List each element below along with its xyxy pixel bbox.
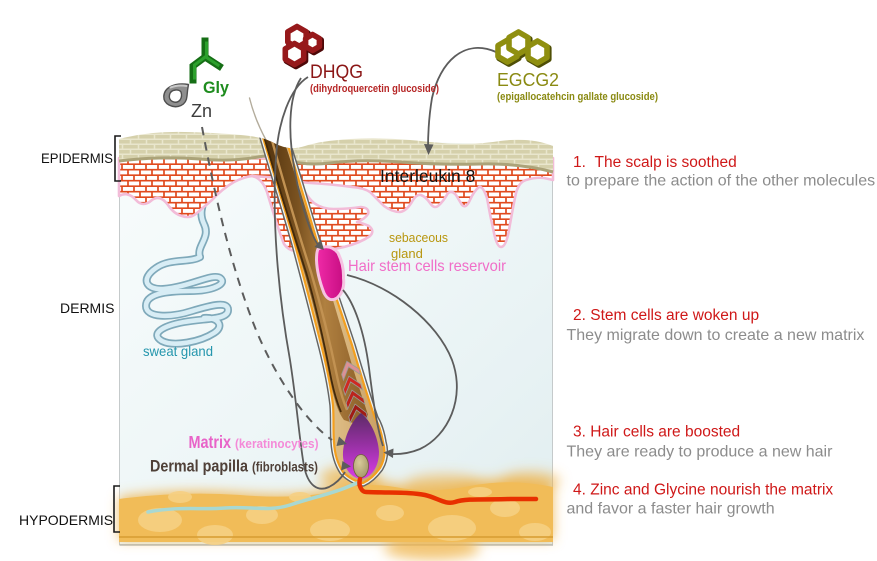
svg-text:(dihydroquercetin glucoside): (dihydroquercetin glucoside) bbox=[310, 83, 439, 95]
svg-text:2. Stem cells are woken up: 2. Stem cells are woken up bbox=[573, 307, 759, 324]
svg-text:Zn: Zn bbox=[191, 101, 212, 121]
svg-text:EPIDERMIS: EPIDERMIS bbox=[41, 150, 113, 166]
svg-text:(keratinocytes): (keratinocytes) bbox=[235, 436, 319, 451]
svg-text:Dermal papilla: Dermal papilla bbox=[150, 458, 249, 476]
svg-text:gland: gland bbox=[391, 246, 423, 261]
svg-text:DHQG: DHQG bbox=[310, 62, 363, 83]
svg-text:Matrix: Matrix bbox=[189, 432, 232, 452]
svg-text:EGCG2: EGCG2 bbox=[497, 70, 559, 90]
svg-text:to prepare the action of the o: to prepare the action of the other molec… bbox=[567, 173, 876, 190]
svg-text:3. Hair cells are boosted: 3. Hair cells are boosted bbox=[573, 424, 740, 441]
svg-text:DERMIS: DERMIS bbox=[60, 300, 114, 316]
svg-text:sebaceous: sebaceous bbox=[389, 230, 448, 245]
svg-text:Interleukin 8: Interleukin 8 bbox=[380, 166, 475, 186]
svg-text:1. The scalp is soothed: 1. The scalp is soothed bbox=[573, 154, 737, 171]
svg-text:They migrate down to create a: They migrate down to create a new matrix bbox=[567, 327, 865, 344]
svg-text:4. Zinc and Glycine nourish th: 4. Zinc and Glycine nourish the matrix bbox=[573, 482, 833, 499]
svg-text:and favor a faster hair growth: and favor a faster hair growth bbox=[567, 501, 775, 518]
svg-text:Gly: Gly bbox=[203, 78, 230, 97]
svg-text:HYPODERMIS: HYPODERMIS bbox=[19, 512, 113, 528]
svg-text:Hair stem cells reservoir: Hair stem cells reservoir bbox=[348, 258, 507, 275]
svg-text:They are ready to produce a ne: They are ready to produce a new hair bbox=[567, 444, 834, 461]
svg-text:(epigallocatehcin gallate gluc: (epigallocatehcin gallate glucoside) bbox=[497, 91, 658, 103]
svg-text:(fibroblasts): (fibroblasts) bbox=[252, 460, 318, 475]
svg-text:sweat gland: sweat gland bbox=[143, 343, 213, 359]
